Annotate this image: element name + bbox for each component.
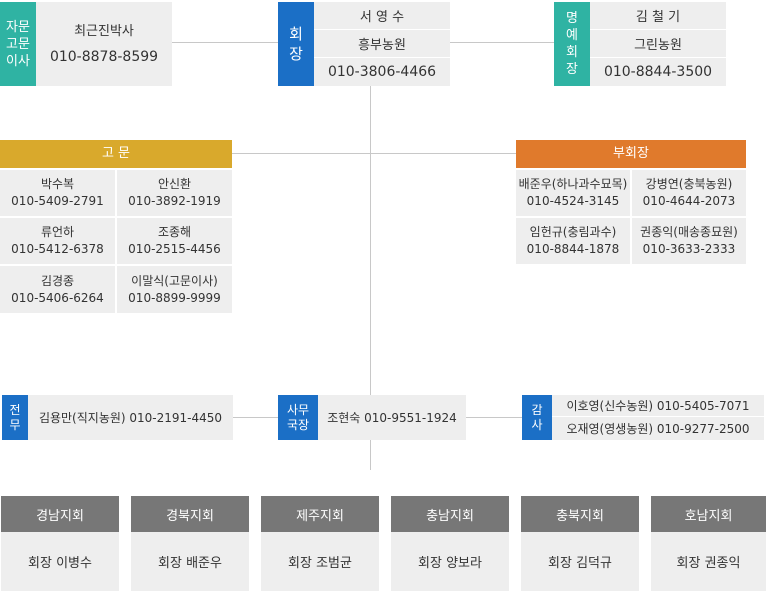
president-card: 서 영 수 흥부농원 010-3806-4466	[314, 2, 450, 86]
president-org: 흥부농원	[314, 30, 450, 58]
auditor-card: 이호영(신수농원) 010-5405-7071 오재영(영생농원) 010-92…	[552, 395, 764, 440]
vice-president-member: 강병연(충북농원) 010-4644-2073	[632, 170, 746, 216]
branch-gyeongnam-head: 회장 이병수	[1, 532, 119, 591]
branch-chungnam-header: 충남지회	[391, 496, 509, 532]
connector-trunk	[370, 86, 371, 470]
advisor-director-phone: 010-8878-8599	[49, 49, 159, 65]
vice-presidents-header: 부회장	[516, 140, 746, 168]
branch-jeju-head: 회장 조범균	[261, 532, 379, 591]
branch-chungnam-head: 회장 양보라	[391, 532, 509, 591]
honorary-president-card: 김 철 기 그린농원 010-8844-3500	[590, 2, 726, 86]
honorary-phone: 010-8844-3500	[603, 64, 713, 80]
branch-gyeongbuk-head: 회장 배준우	[131, 532, 249, 591]
branch-chungbuk-header: 충북지회	[521, 496, 639, 532]
president-name: 서 영 수	[314, 2, 450, 30]
honorary-president-tag: 명 예 회 장	[554, 2, 590, 86]
advisor-member: 이말식(고문이사) 010-8899-9999	[117, 266, 232, 313]
vice-president-member: 권종익(매송종묘원) 010-3633-2333	[632, 218, 746, 264]
secretary-general-tag: 사무 국장	[278, 395, 318, 440]
connector-mid	[232, 153, 516, 154]
honorary-org: 그린농원	[590, 30, 726, 58]
auditor-row: 이호영(신수농원) 010-5405-7071	[552, 395, 764, 417]
executive-director-tag: 전 무	[2, 395, 28, 440]
auditor-tag: 감 사	[522, 395, 552, 440]
advisor-member: 조종해 010-2515-4456	[117, 218, 232, 264]
vice-president-member: 임헌규(충림과수) 010-8844-1878	[516, 218, 630, 264]
executive-director-info: 김용만(직지농원) 010-2191-4450	[28, 395, 233, 440]
advisor-director-card: 최근진박사 010-8878-8599	[36, 2, 172, 86]
advisor-director-tag: 자문 고문 이사	[0, 2, 36, 86]
president-tag: 회 장	[278, 2, 314, 86]
branch-chungbuk-head: 회장 김덕규	[521, 532, 639, 591]
vice-president-member: 배준우(하나과수묘목) 010-4524-3145	[516, 170, 630, 216]
branch-honam-head: 회장 권종익	[651, 532, 766, 591]
branch-jeju-header: 제주지회	[261, 496, 379, 532]
branch-gyeongbuk-header: 경북지회	[131, 496, 249, 532]
advisor-member: 김경종 010-5406-6264	[0, 266, 115, 313]
branch-honam-header: 호남지회	[651, 496, 766, 532]
president-phone: 010-3806-4466	[327, 64, 437, 80]
branch-gyeongnam-header: 경남지회	[1, 496, 119, 532]
secretary-general-info: 조현숙 010-9551-1924	[318, 395, 466, 440]
honorary-name: 김 철 기	[590, 2, 726, 30]
advisor-director-name: 최근진박사	[74, 23, 134, 39]
advisor-member: 박수복 010-5409-2791	[0, 170, 115, 216]
auditor-row: 오재영(영생농원) 010-9277-2500	[566, 422, 750, 436]
advisor-member: 류언하 010-5412-6378	[0, 218, 115, 264]
advisors-header: 고 문	[0, 140, 232, 168]
advisor-member: 안신환 010-3892-1919	[117, 170, 232, 216]
